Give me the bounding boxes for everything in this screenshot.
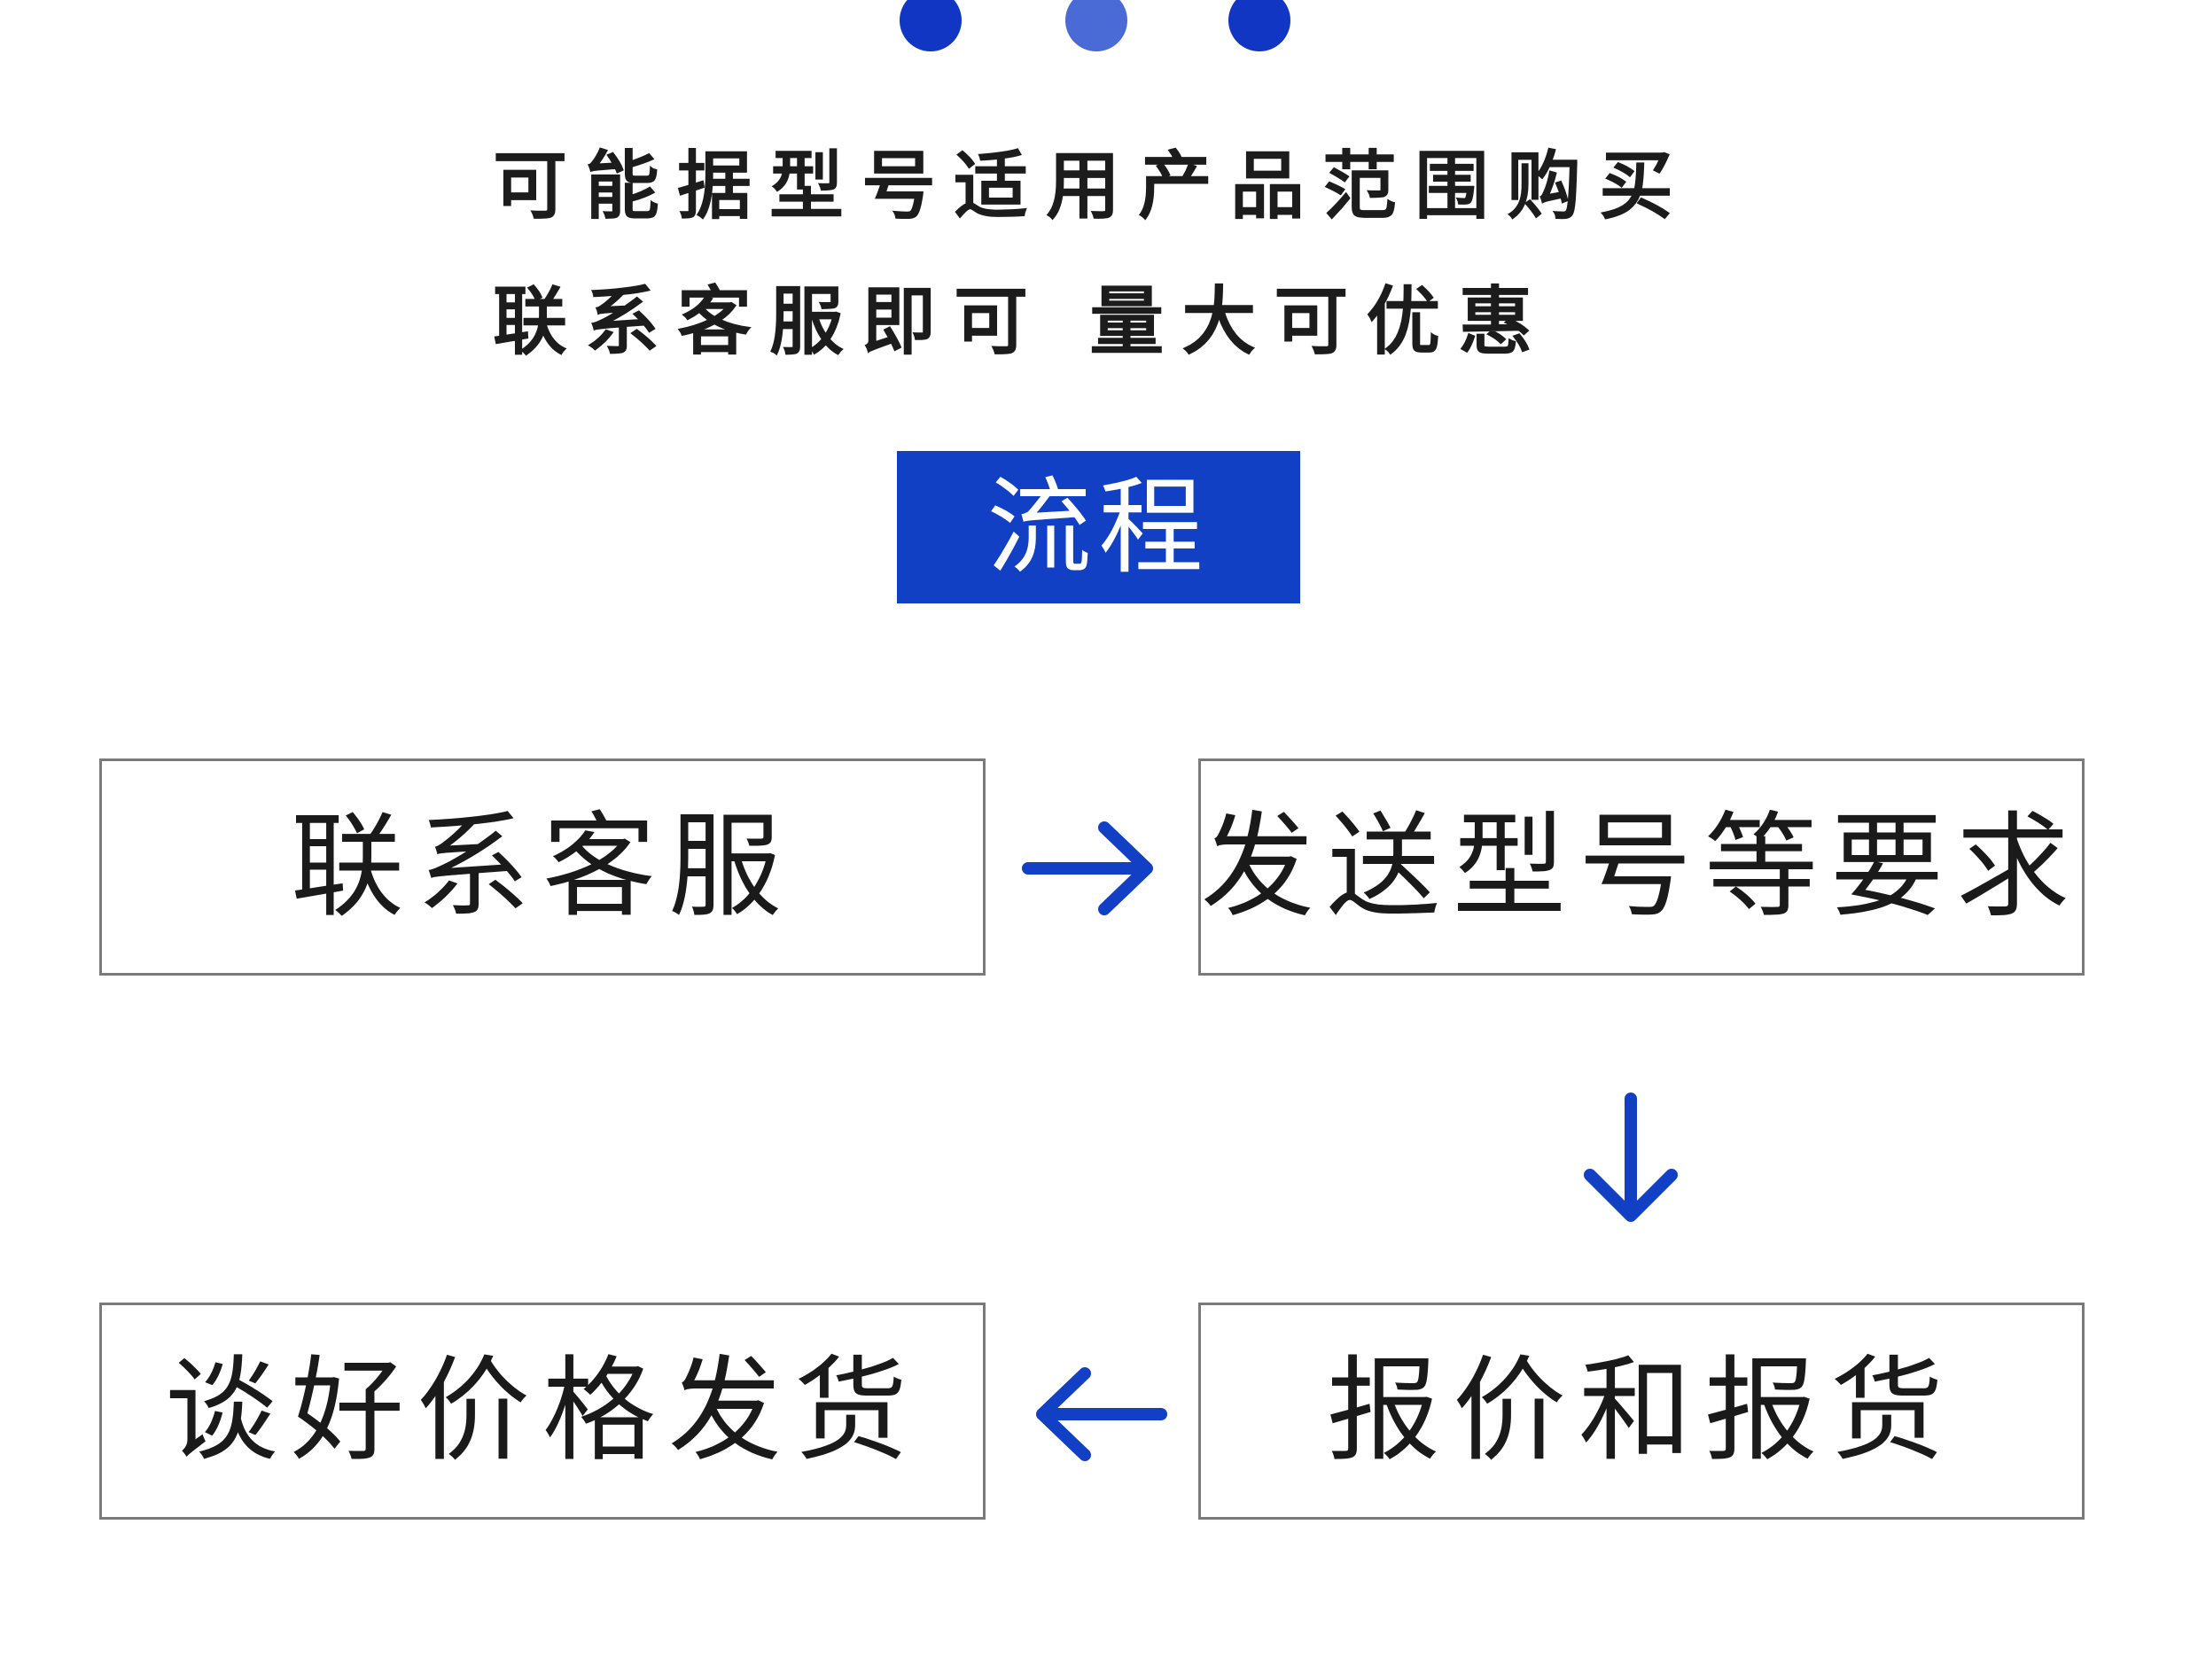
intro-line-2: 联系客服即可 量大可优惠 [493,278,1551,365]
arrow-down-icon [1584,1093,1678,1222]
arrow-left-icon [1036,1367,1167,1461]
dot-3 [1228,0,1290,51]
dot-1 [900,0,962,51]
step-ship: 谈好价格发货 [99,1303,986,1520]
dot-2 [1065,0,1127,51]
intro-line-1: 可能据型号适用产品范围购买 [493,143,1692,229]
step-contact-service: 联系客服 [99,758,986,976]
step-quote: 报价和报货 [1198,1303,2085,1520]
section-title: 流程 [897,451,1300,603]
arrow-right-icon [1022,821,1153,915]
step-send-requirements: 发送型号等要求 [1198,758,2085,976]
